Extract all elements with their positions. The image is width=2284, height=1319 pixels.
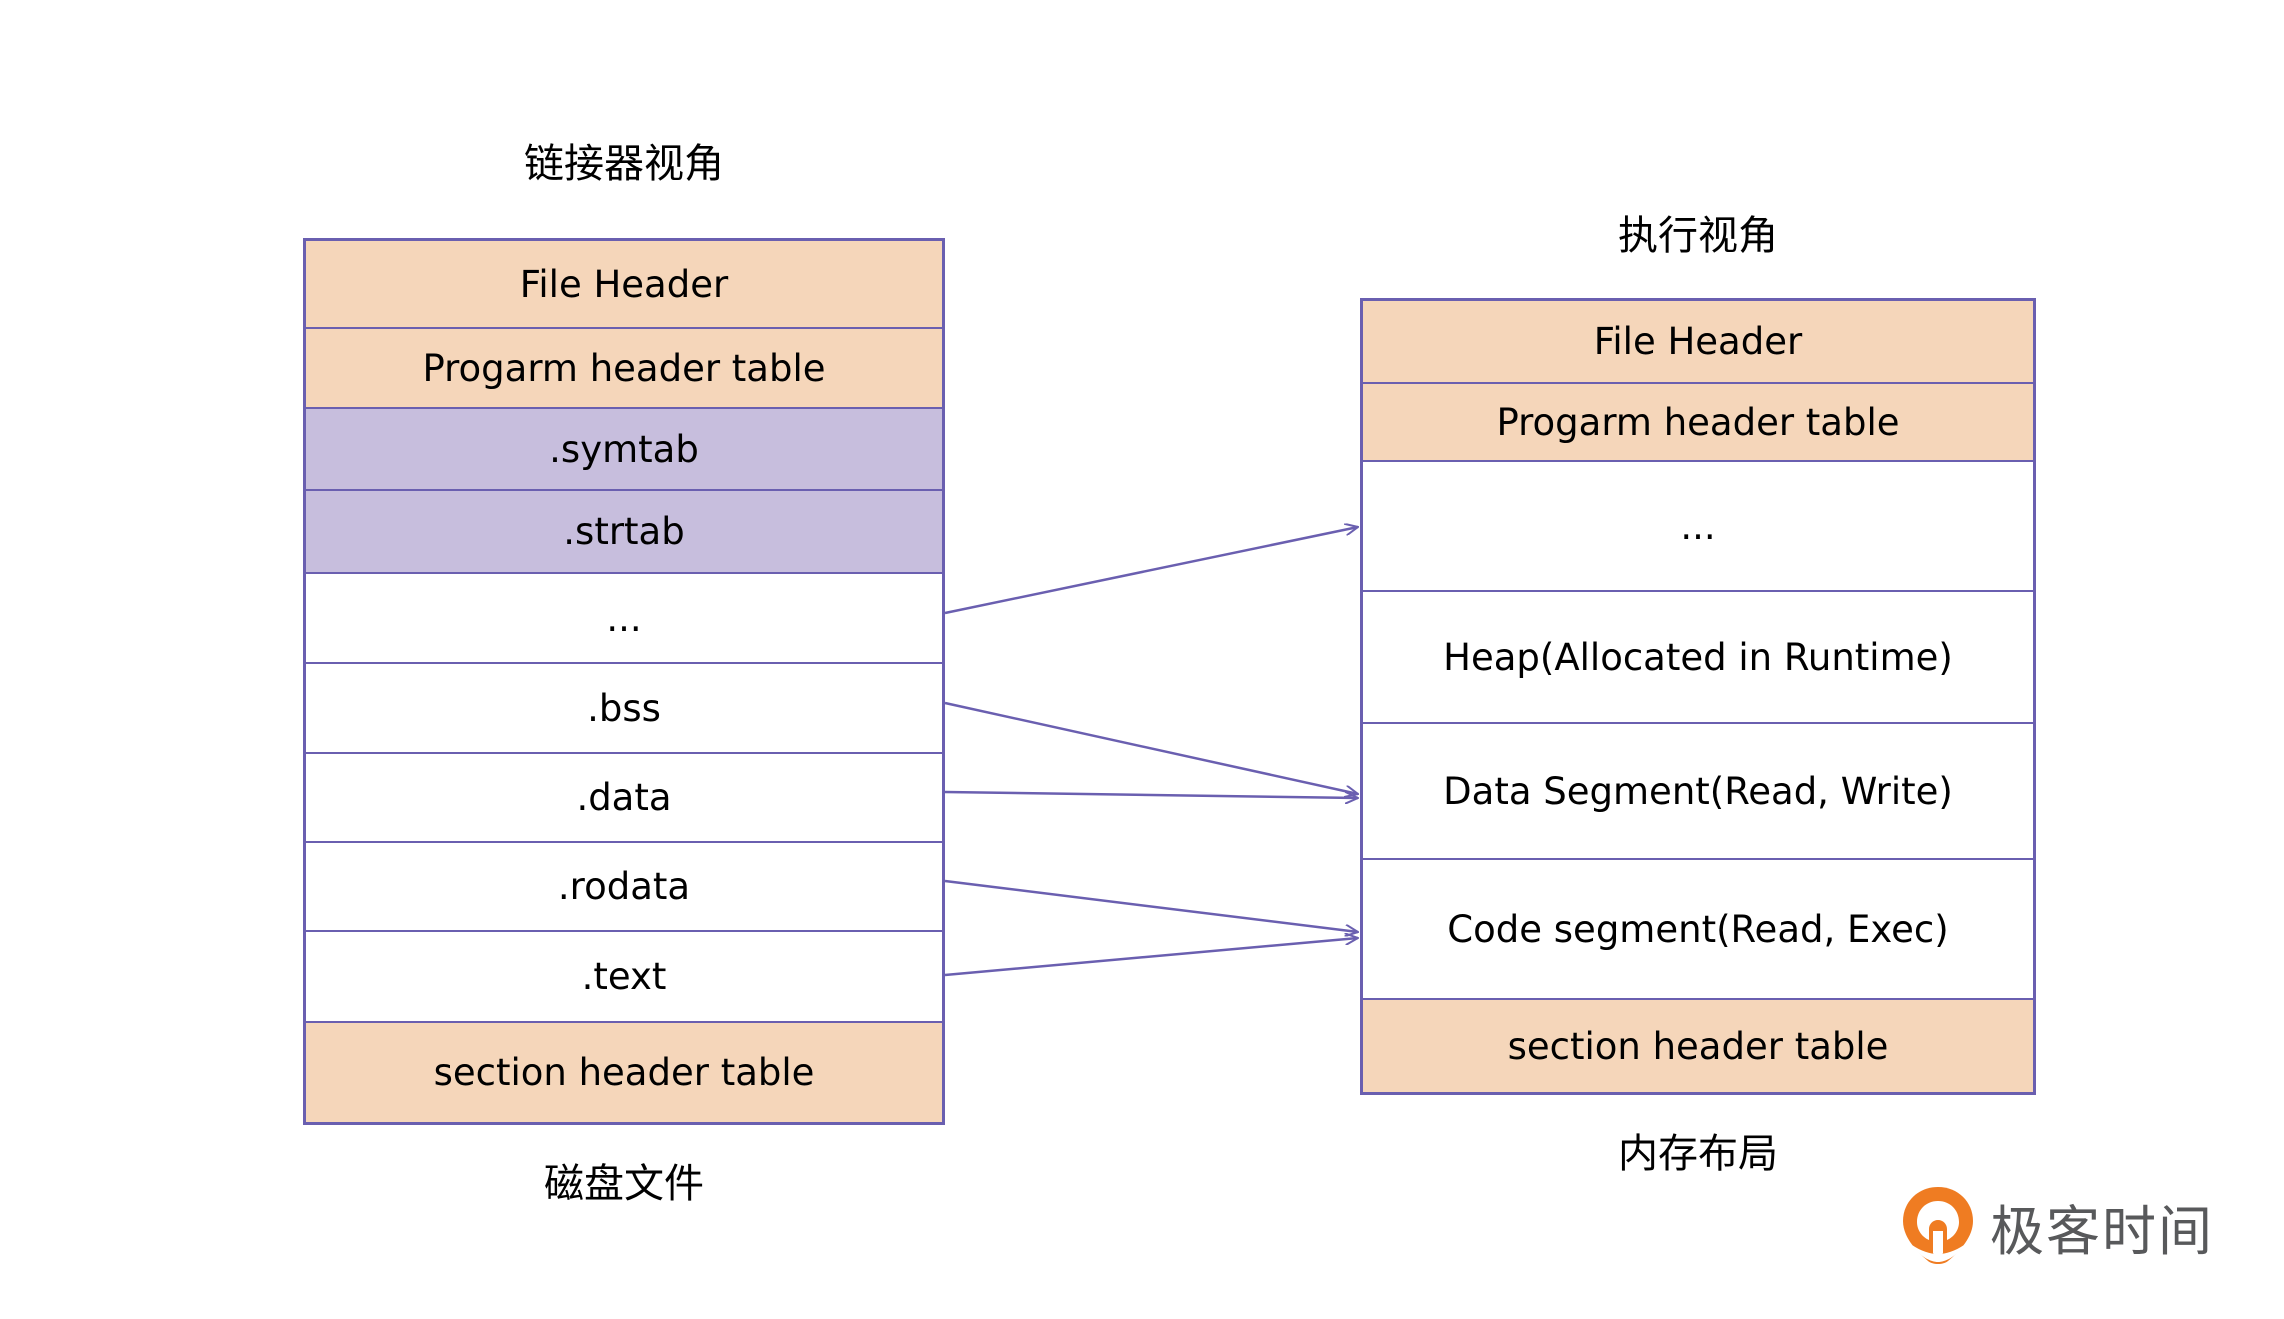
brand-logo: 极客时间 xyxy=(1900,1185,2214,1267)
linker-row-ellipsis: ... xyxy=(306,574,942,664)
exec-row-label: ... xyxy=(1680,504,1716,548)
arrow-text-to-code-segment xyxy=(944,938,1358,977)
linker-row-label: File Header xyxy=(519,262,729,306)
exec-row-ellipsis: ... xyxy=(1363,462,2033,592)
exec-row-program-header-table: Progarm header table xyxy=(1363,384,2033,462)
exec-row-label: Heap(Allocated in Runtime) xyxy=(1443,635,1953,679)
exec-view-title: 执行视角 xyxy=(1618,213,1778,259)
linker-row-label: .strtab xyxy=(563,510,685,553)
arrow-rodata-to-code-segment xyxy=(944,879,1358,932)
exec-row-label: Code segment(Read, Exec) xyxy=(1447,907,1949,951)
geektime-pin-icon xyxy=(1903,1187,1973,1264)
linker-row-strtab: .strtab xyxy=(306,491,942,574)
exec-row-code-segment: Code segment(Read, Exec) xyxy=(1363,860,2033,1000)
exec-row-heap: Heap(Allocated in Runtime) xyxy=(1363,592,2033,724)
linker-row-label: .rodata xyxy=(557,865,691,908)
linker-row-data: .data xyxy=(306,754,942,843)
disk-file-caption: 磁盘文件 xyxy=(544,1161,704,1207)
linker-row-text: .text xyxy=(306,932,942,1023)
linker-row-section-header-table: section header table xyxy=(306,1023,942,1122)
linker-row-label: .text xyxy=(581,955,667,998)
linker-row-file-header: File Header xyxy=(306,241,942,329)
exec-row-label: section header table xyxy=(1507,1024,1889,1068)
exec-view-stack: File Header Progarm header table ... Hea… xyxy=(1360,298,2036,1095)
arrow-bss-to-data-segment xyxy=(944,701,1358,794)
linker-row-bss: .bss xyxy=(306,664,942,754)
linker-row-label: section header table xyxy=(433,1051,815,1094)
arrow-data-to-data-segment xyxy=(944,790,1358,798)
exec-row-file-header: File Header xyxy=(1363,301,2033,384)
exec-row-label: Progarm header table xyxy=(1496,400,1900,444)
linker-row-symtab: .symtab xyxy=(306,409,942,491)
linker-row-label: ... xyxy=(606,596,642,640)
linker-row-label: Progarm header table xyxy=(422,346,826,390)
linker-row-label: .symtab xyxy=(549,427,699,471)
linker-row-label: .bss xyxy=(587,686,661,730)
linker-view-stack: File Header Progarm header table .symtab… xyxy=(303,238,945,1125)
brand-wordmark: 极客时间 xyxy=(1990,1199,2214,1263)
arrow-ellipsis-to-ellipsis xyxy=(944,527,1358,615)
exec-row-label: File Header xyxy=(1593,320,1803,363)
linker-row-program-header-table: Progarm header table xyxy=(306,329,942,409)
linker-row-rodata: .rodata xyxy=(306,843,942,932)
memory-layout-caption: 内存布局 xyxy=(1618,1131,1778,1177)
exec-row-section-header-table: section header table xyxy=(1363,1000,2033,1092)
exec-row-data-segment: Data Segment(Read, Write) xyxy=(1363,724,2033,860)
linker-row-label: .data xyxy=(576,776,672,819)
linker-view-title: 链接器视角 xyxy=(524,141,724,187)
exec-row-label: Data Segment(Read, Write) xyxy=(1443,769,1953,813)
